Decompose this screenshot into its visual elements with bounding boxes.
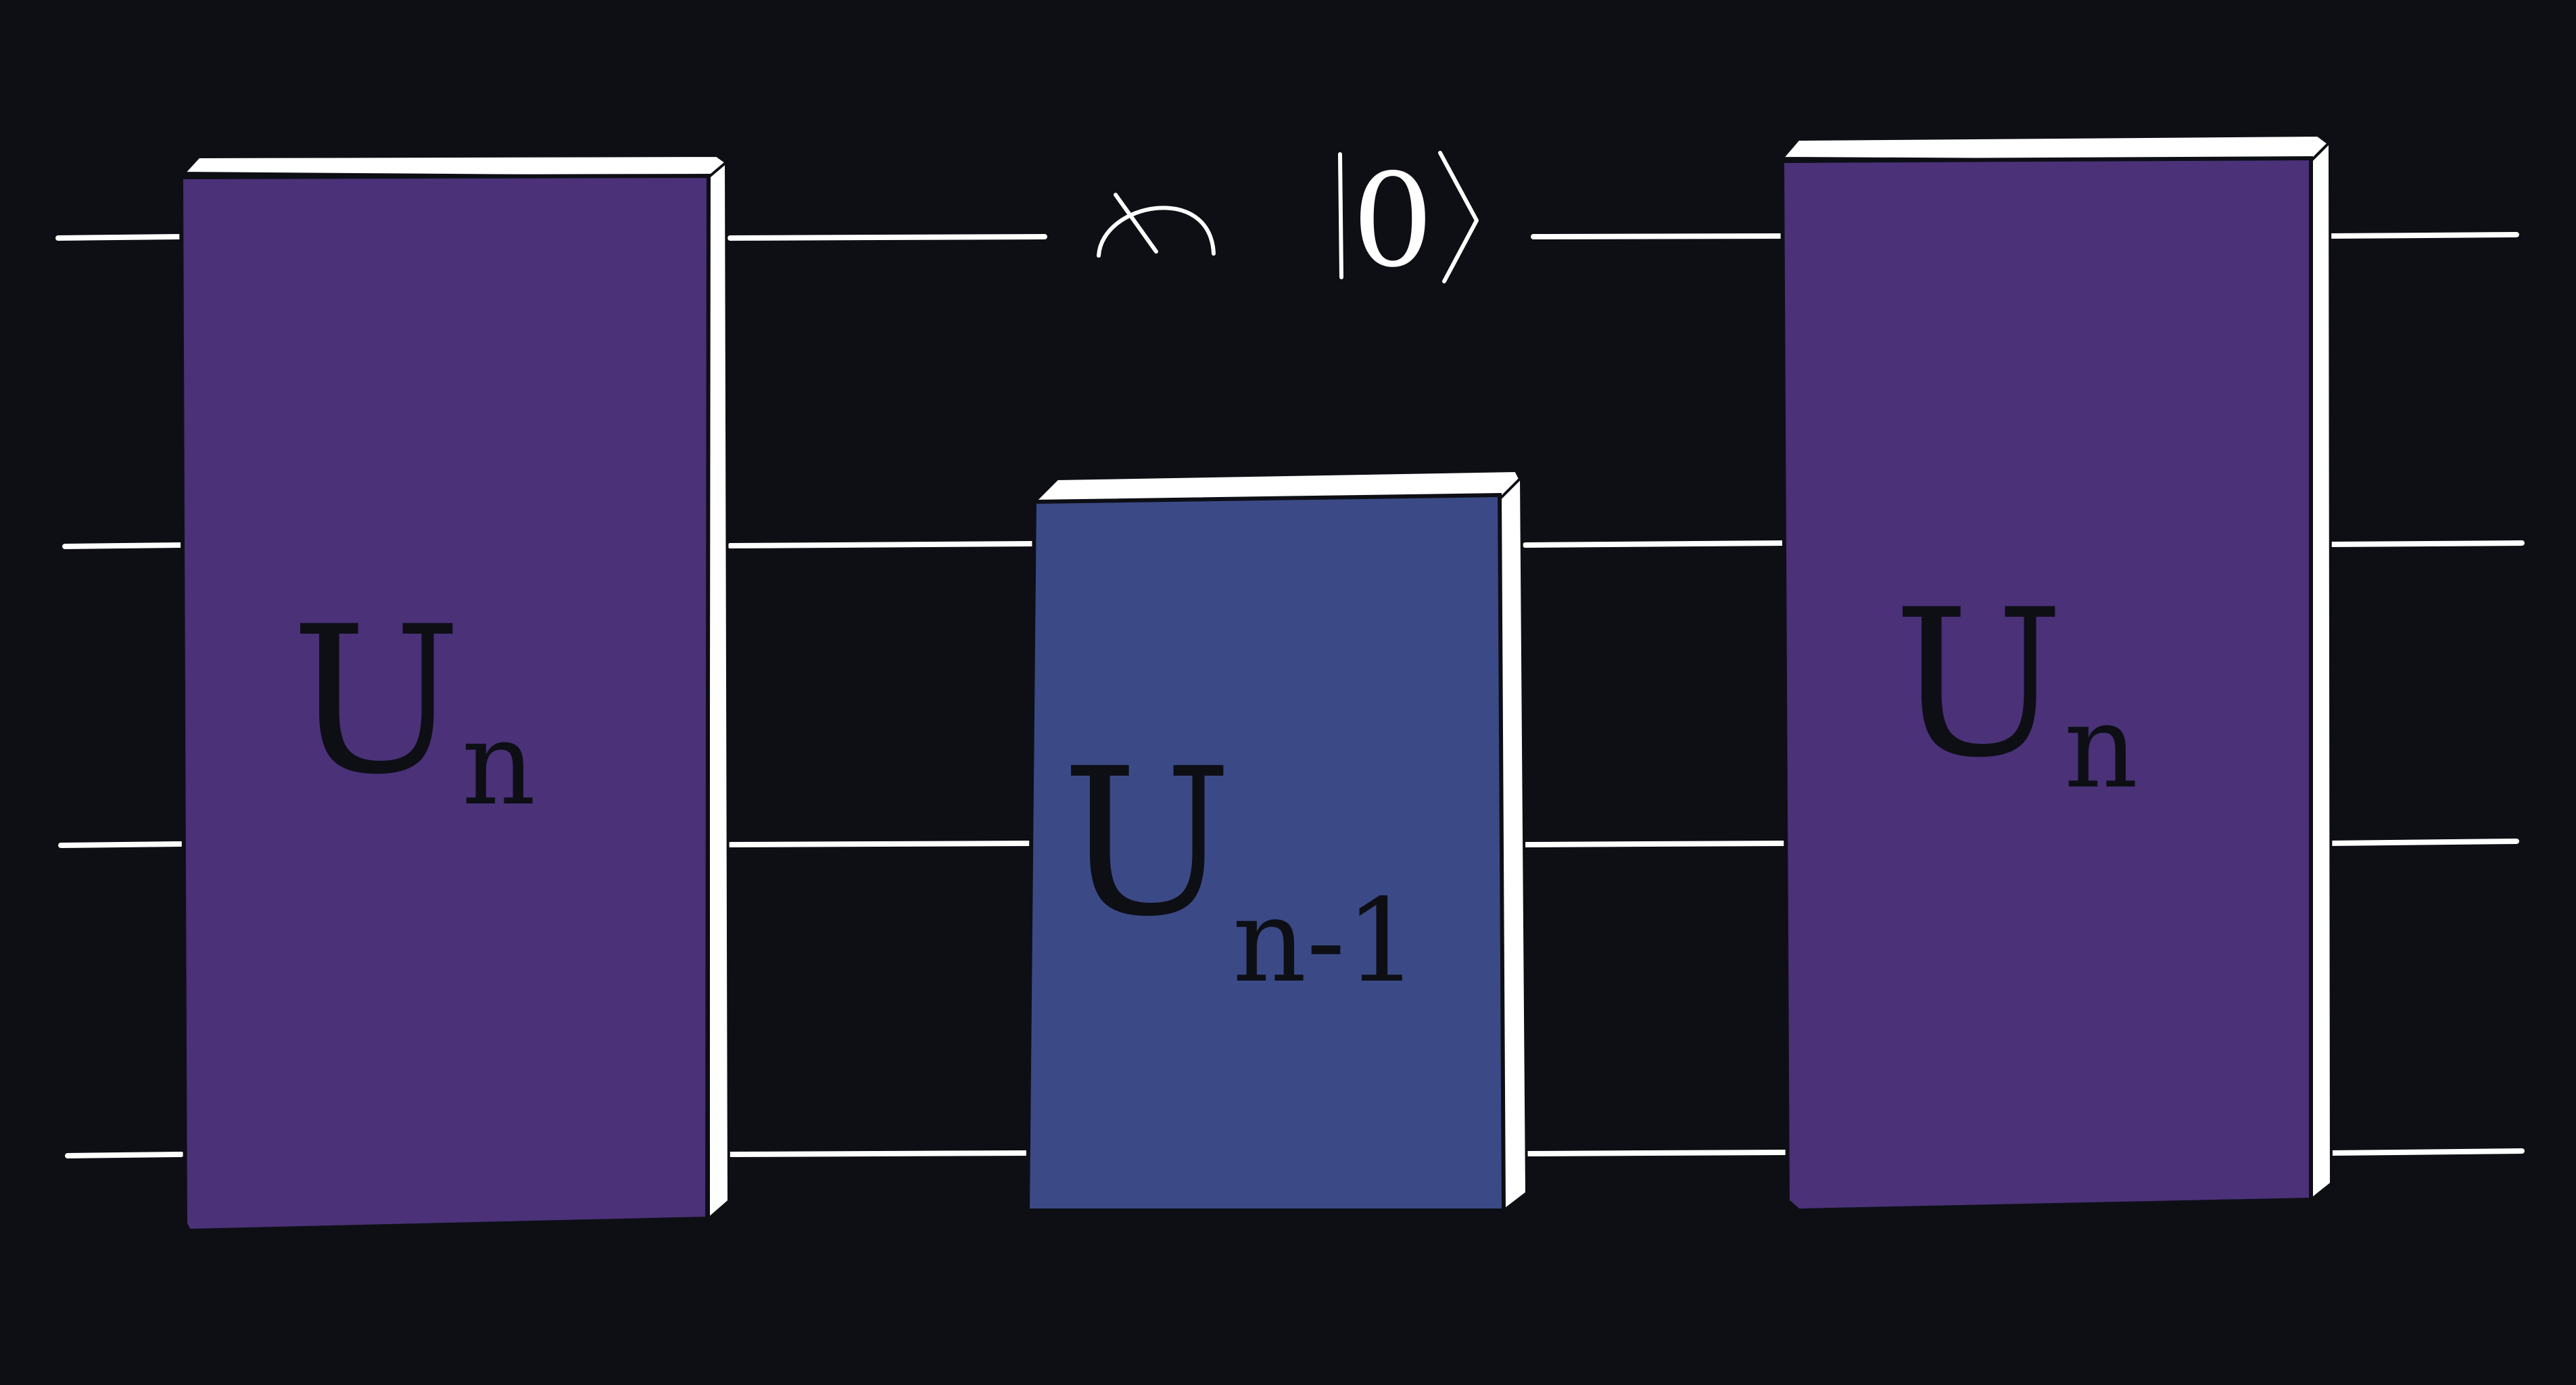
gate-side-edge xyxy=(707,159,731,1222)
gate-face xyxy=(178,173,711,1234)
wire-2-segment-left xyxy=(62,542,184,549)
wire-4-segment-mid2 xyxy=(1523,1150,1789,1156)
measurement-meter-icon xyxy=(1097,193,1216,258)
gate-label: Un xyxy=(1893,566,2138,814)
wire-1-segment-left xyxy=(55,234,184,241)
wire-4-segment-left xyxy=(65,1152,184,1158)
wire-4-segment-mid xyxy=(728,1150,1030,1157)
wire-2-segment-right xyxy=(2327,540,2525,547)
wire-1-segment-mid xyxy=(728,234,1047,241)
wire-1-segment-right xyxy=(2327,232,2519,239)
gate-side-edge xyxy=(2310,139,2333,1203)
gate-u-n-minus-1: Un-1 xyxy=(1025,469,1529,1214)
wire-3-segment-left xyxy=(58,841,184,848)
wire-4-segment-right xyxy=(2327,1148,2525,1156)
gate-u-n-right: Un xyxy=(1779,133,2333,1213)
gate-top-edge xyxy=(181,154,729,179)
gate-u-n-left: Un xyxy=(178,154,731,1234)
meter-needle xyxy=(1114,193,1158,254)
wire-3-segment-right xyxy=(2327,839,2519,846)
gate-label-subscript: n xyxy=(2064,680,2139,814)
wire-2-segment-mid2 xyxy=(1523,540,1789,548)
gate-label-main: U xyxy=(1893,566,2064,802)
wire-3-segment-mid xyxy=(728,841,1034,847)
gate-face xyxy=(1025,492,1506,1213)
wire-1-segment-after-reset xyxy=(1531,233,1789,239)
reset-ket: 0 xyxy=(1338,146,1479,296)
gate-label-subscript: n-1 xyxy=(1233,874,1418,1008)
gate-label: Un xyxy=(291,583,535,831)
gate-label-subscript: n xyxy=(462,697,536,831)
gate-label: Un-1 xyxy=(1062,725,1418,1008)
ket-bar xyxy=(1338,152,1343,279)
ket-angle xyxy=(1438,151,1479,283)
gate-label-main: U xyxy=(291,583,462,819)
gate-label-main: U xyxy=(1062,725,1233,961)
ket-digit: 0 xyxy=(1352,146,1434,296)
wire-2-segment-mid xyxy=(728,541,1037,548)
meter-arc xyxy=(1097,206,1216,258)
qubit-wires xyxy=(55,232,2525,1158)
gate-face xyxy=(1780,156,2313,1213)
wire-3-segment-mid2 xyxy=(1523,841,1789,847)
